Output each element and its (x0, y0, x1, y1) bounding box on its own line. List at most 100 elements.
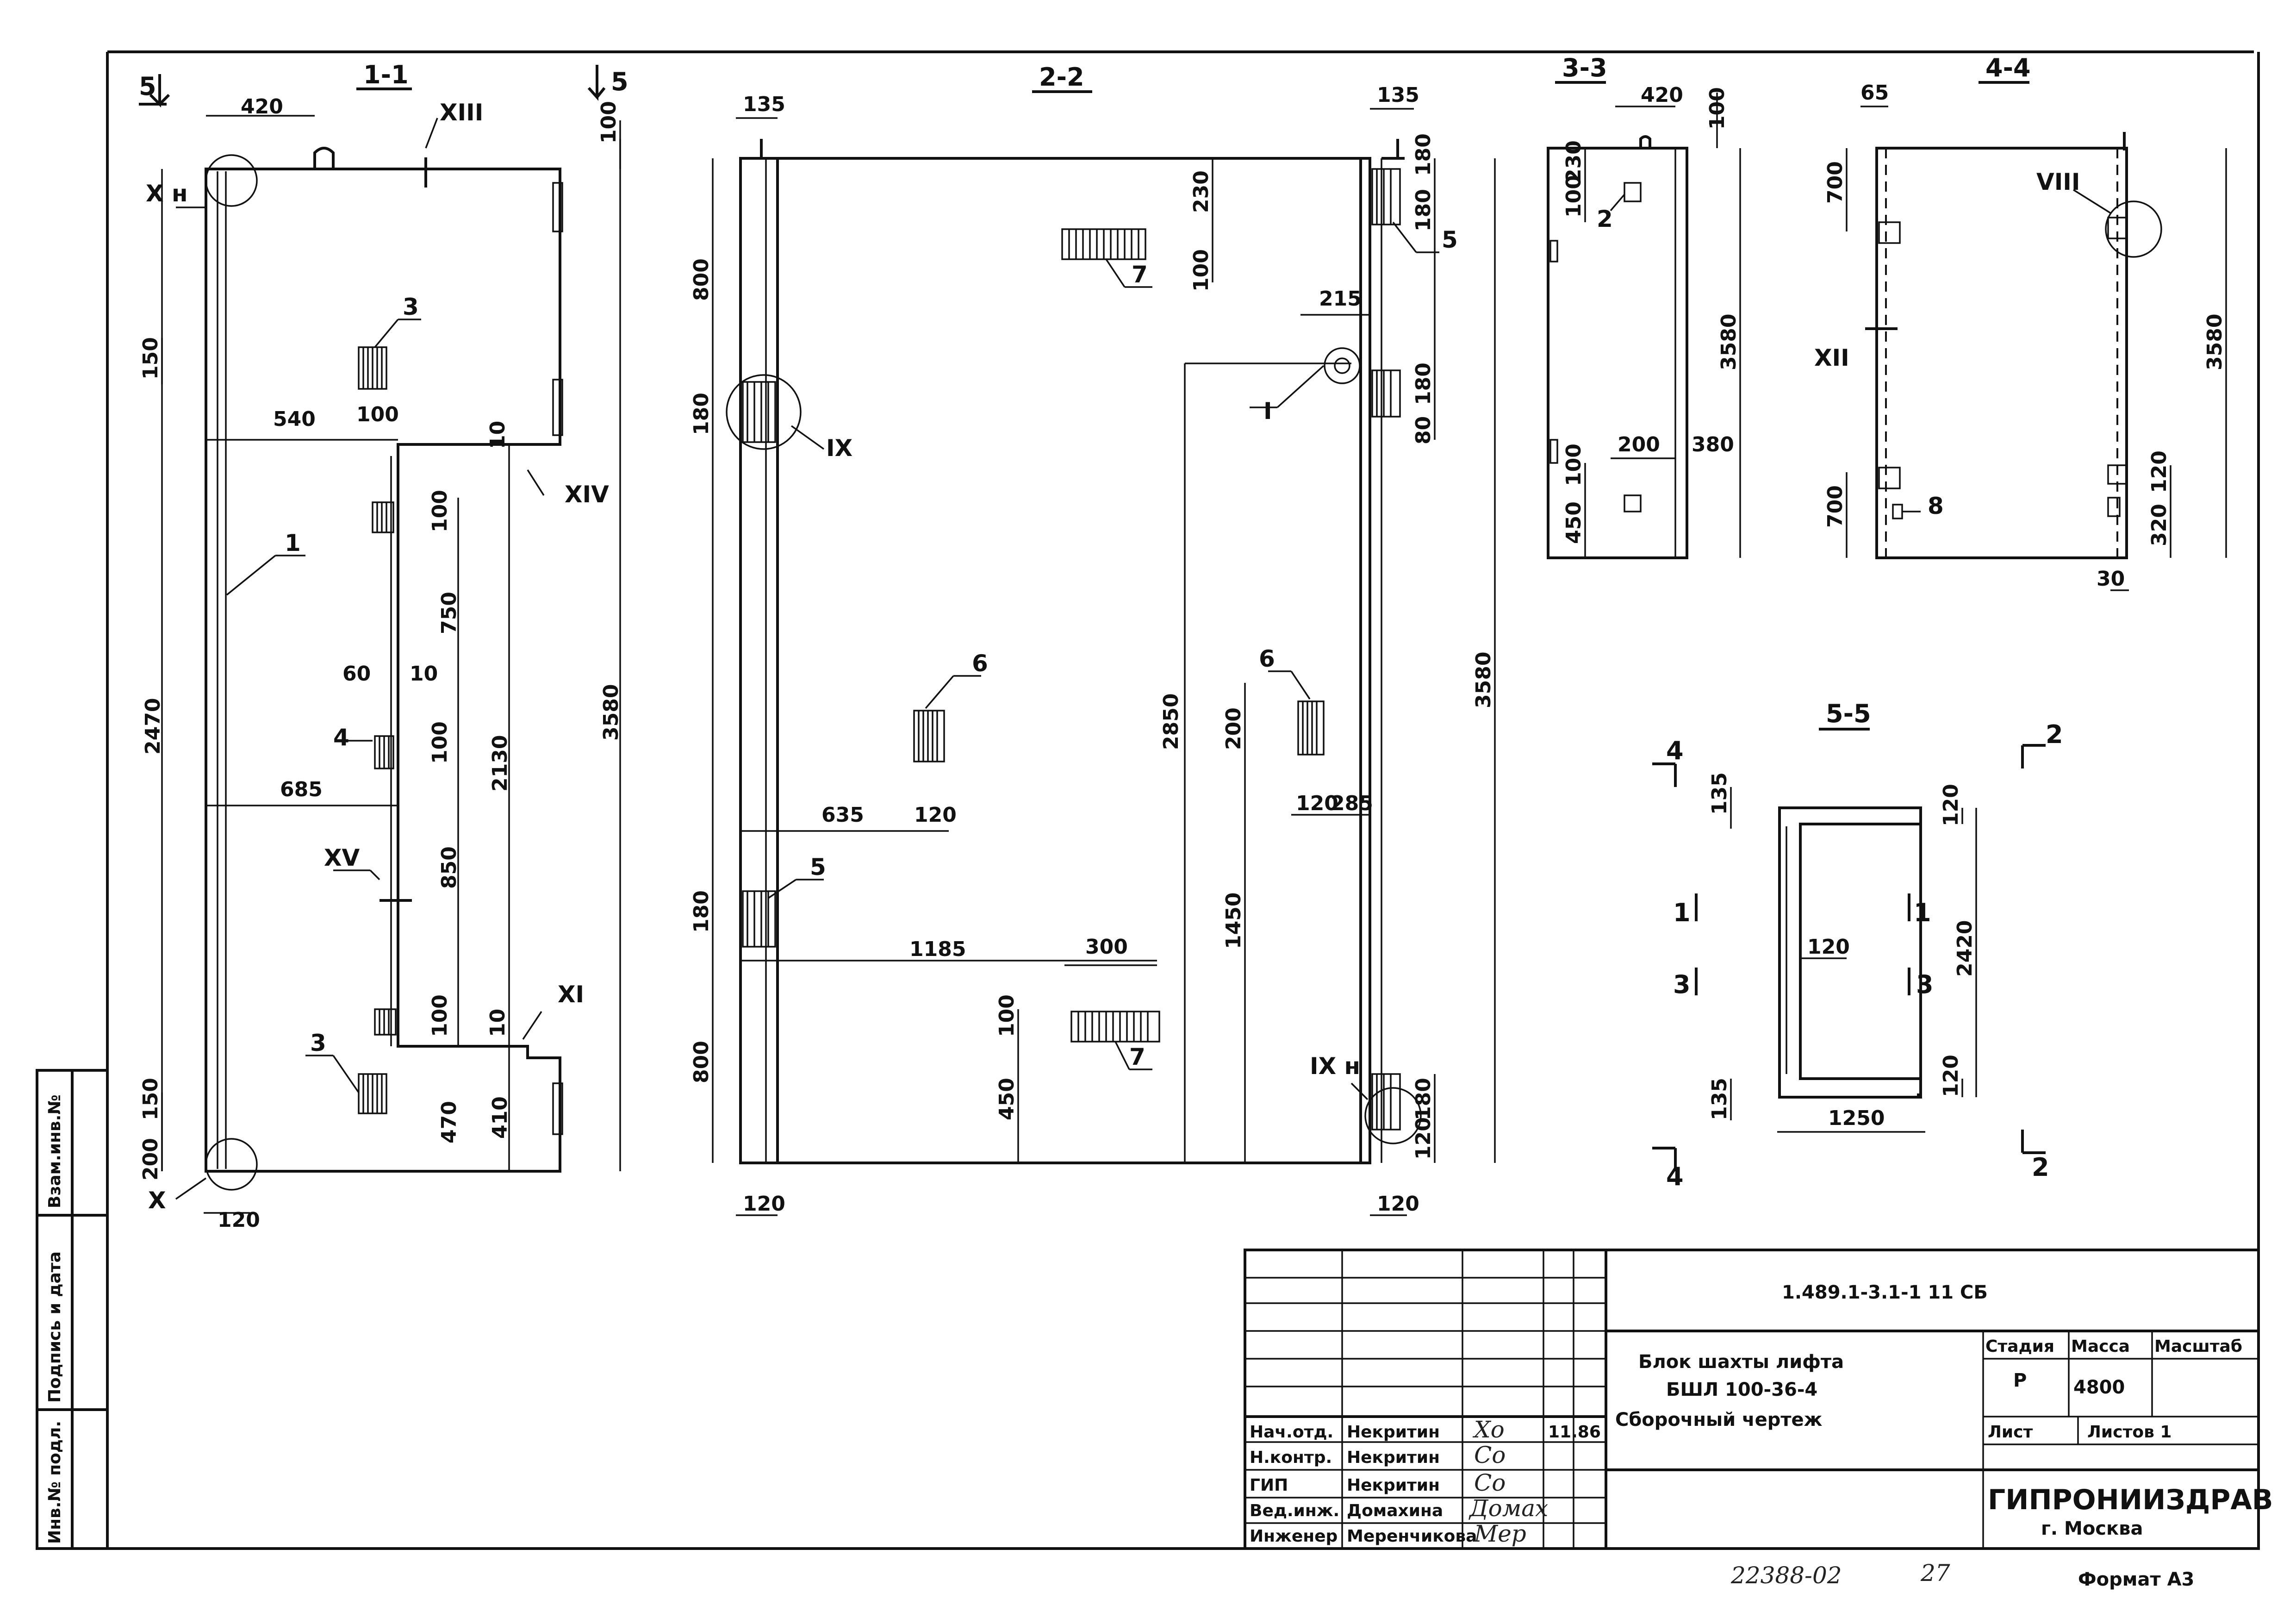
dim-text: 420 (1641, 83, 1683, 107)
dim-text: 120 (1412, 1117, 1435, 1160)
node-xn: X н (146, 180, 188, 207)
dim-text: 200 (1618, 433, 1660, 456)
dim-text: 120 (218, 1208, 260, 1232)
dim-text: 10 (486, 1009, 510, 1037)
dim-text: 150 (139, 1078, 162, 1120)
mark-4: 4 (333, 724, 349, 751)
dim-text: 750 (437, 592, 461, 634)
dim-text: 100 (1562, 443, 1586, 486)
dim-text: 285 (1331, 792, 1373, 815)
dim-text: 2470 (141, 698, 165, 755)
cut-4-bot: 4 (1666, 1162, 1684, 1191)
node-i: I (1263, 398, 1272, 425)
view-5-5: 5-5 4 4 2 2 1 1 3 3 (1652, 699, 2063, 1191)
section-label-1-1: 1-1 (363, 60, 409, 89)
role-sign: Домах (1468, 1495, 1548, 1522)
dim-text: 180 (1412, 133, 1435, 176)
role-label: Нач.отд. (1250, 1423, 1333, 1442)
role-label: Инженер (1250, 1527, 1338, 1546)
sheet-label: Лист (1988, 1423, 2033, 1442)
dim-text: 135 (1708, 772, 1731, 815)
dim-text: 230 (1189, 170, 1213, 213)
stage-header: Стадия (1985, 1337, 2054, 1356)
dim-text: 215 (1319, 287, 1362, 311)
sidebar-inv-orig: Инв.№ подл. (45, 1421, 64, 1544)
left-sidebar-stamp: Инв.№ подл. Подпись и дата Взам.инв.№ (36, 1069, 109, 1550)
dim-text: 65 (1860, 81, 1889, 105)
section-label-5-5: 5-5 (1826, 699, 1871, 728)
role-name: Некритин (1347, 1448, 1440, 1467)
dim-text: 3580 (2203, 314, 2227, 370)
role-name: Некритин (1347, 1476, 1440, 1495)
dim-text: 200 (139, 1138, 162, 1181)
dim-text: 685 (280, 778, 323, 801)
dim-text: 540 (273, 407, 316, 431)
dim-text: 300 (1085, 935, 1128, 959)
sign-date: 11.86 (1548, 1423, 1601, 1442)
node-xiii: XIII (440, 99, 483, 126)
dim-text: 2850 (1159, 693, 1183, 750)
dim-text: 800 (690, 258, 713, 301)
node-x: X (148, 1187, 166, 1214)
node-xi: XI (558, 981, 584, 1008)
dim-text: 100 (597, 101, 621, 144)
view-1-1: 1-1 5 5 (139, 60, 628, 1232)
dim-text: 100 (995, 994, 1019, 1037)
doc-code: 1.489.1-3.1-1 11 СБ (1782, 1282, 1988, 1303)
role-sign: Мер (1474, 1520, 1526, 1547)
dim-text: 450 (995, 1078, 1019, 1120)
dim-text: 120 (914, 803, 957, 827)
format-label: Формат А3 (2078, 1569, 2194, 1590)
view-3-3: 3-3 420 100 230 100 3580 200 380 100 450… (1547, 53, 1741, 559)
role-name: Меренчикова (1347, 1527, 1477, 1546)
mass-value: 4800 (2073, 1377, 2125, 1398)
role-sign: Со (1474, 1469, 1506, 1496)
archive-number: 22388-02 (1730, 1562, 1842, 1589)
dim-text: 120 (1377, 1192, 1419, 1216)
mark-6b: 6 (1259, 645, 1275, 672)
dim-text: 135 (1377, 83, 1419, 107)
dim-text: 3580 (1472, 652, 1495, 708)
dim-text: 60 (342, 662, 371, 686)
dim-text: 635 (821, 803, 864, 827)
dim-text: 200 (1222, 707, 1245, 750)
doc-title-line3: Сборочный чертеж (1615, 1409, 1823, 1430)
mark-3a: 3 (403, 294, 419, 320)
view-2-2: 2-2 (690, 62, 1496, 1216)
mark-7a: 7 (1132, 261, 1148, 288)
section-label-2-2: 2-2 (1039, 62, 1084, 92)
node-ix: IX (826, 435, 852, 462)
view-4-4: 4-4 65 700 3580 700 120 320 30 8 VIII (1814, 53, 2227, 591)
scale-header: Масштаб (2154, 1337, 2242, 1356)
dim-text: 230 (1562, 140, 1586, 183)
node-xii: XII (1814, 344, 1849, 371)
dim-text: 380 (1692, 433, 1734, 456)
dim-text: 3580 (1717, 314, 1741, 370)
role-label: Н.контр. (1250, 1448, 1332, 1467)
dim-text: 120 (1807, 935, 1850, 959)
mark-6a: 6 (972, 650, 988, 677)
mark-1: 1 (285, 530, 301, 556)
role-name: Некритин (1347, 1423, 1440, 1442)
cut-3: 3 (1673, 970, 1691, 999)
node-xiv: XIV (565, 481, 609, 508)
dim-text: 80 (1412, 416, 1435, 444)
section-label-3-3: 3-3 (1562, 53, 1607, 82)
dim-text: 2420 (1953, 920, 1977, 977)
page-number: 27 (1920, 1560, 1950, 1587)
dim-text: 450 (1562, 501, 1586, 544)
dim-text: 135 (743, 93, 785, 116)
cut-4-top: 4 (1666, 736, 1684, 765)
cut-2-top: 2 (2046, 720, 2063, 749)
dim-text: 320 (2147, 504, 2171, 546)
dim-text: 180 (690, 393, 713, 435)
cut-marker-5-right: 5 (611, 67, 628, 96)
cut-1b: 1 (1914, 898, 1931, 927)
dim-text: 120 (743, 1192, 785, 1216)
cut-2-bot: 2 (2032, 1153, 2049, 1182)
dim-text: 700 (1823, 485, 1847, 528)
sidebar-sign-date: Подпись и дата (45, 1251, 64, 1403)
role-label: ГИП (1250, 1476, 1288, 1495)
doc-title-line2: БШЛ 100-36-4 (1666, 1379, 1817, 1400)
